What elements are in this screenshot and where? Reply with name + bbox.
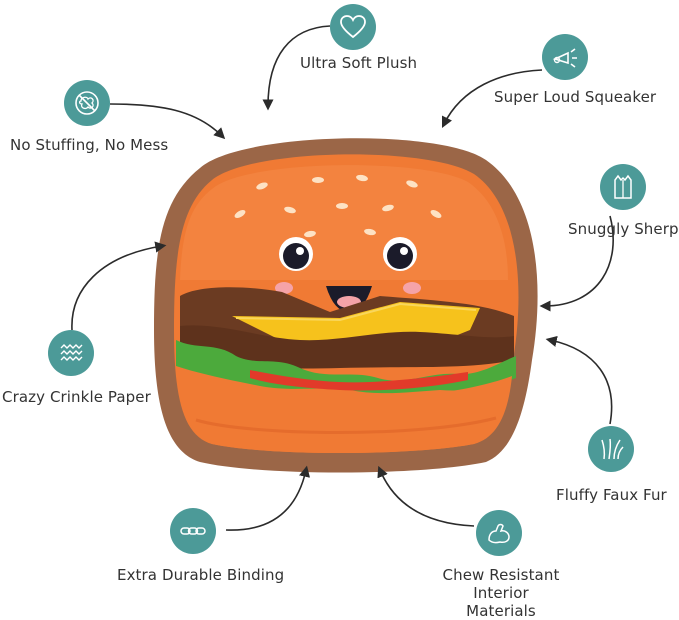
arrow-no-stuffing xyxy=(109,103,226,140)
burger-plush-illustration xyxy=(154,138,538,473)
super-loud-squeaker-label: Super Loud Squeaker xyxy=(494,88,657,106)
fluffy-faux-fur-label: Fluffy Faux Fur xyxy=(556,486,667,504)
squeaker-icon xyxy=(552,48,577,68)
chew-resistant-label-line1: Chew Resistant xyxy=(442,566,560,584)
waves-icon xyxy=(60,344,83,361)
arrow-crazy-crinkle-paper xyxy=(71,241,167,331)
chain-icon xyxy=(180,527,206,535)
snuggly-sherpa-label: Snuggly Sherpa xyxy=(568,220,679,238)
extra-durable-binding-label: Extra Durable Binding xyxy=(117,566,285,584)
snuggly-sherpa-badge xyxy=(600,164,646,210)
heart-icon xyxy=(340,15,366,39)
arrow-fluffy-faux-fur xyxy=(545,335,613,425)
fluffy-faux-fur-badge xyxy=(588,426,634,472)
crazy-crinkle-paper-label: Crazy Crinkle Paper xyxy=(2,388,151,406)
no-stuffing-icon xyxy=(75,91,99,115)
chew-resistant-label: Chew Resistant Interior Materials xyxy=(436,566,566,620)
ultra-soft-plush-badge xyxy=(330,4,376,50)
ultra-soft-plush-label: Ultra Soft Plush xyxy=(300,54,418,72)
chew-resistant-label-line2: Interior Materials xyxy=(466,584,536,620)
arrow-super-loud-squeaker xyxy=(441,69,543,129)
arrow-chew-resistant xyxy=(377,465,475,527)
chew-resistant-badge xyxy=(476,510,522,556)
arrow-snuggly-sherpa xyxy=(539,215,614,312)
fur-icon xyxy=(601,438,624,460)
burger-tomato xyxy=(250,370,468,391)
vest-icon xyxy=(614,174,632,199)
muscle-icon xyxy=(488,523,510,544)
sesame-seeds xyxy=(234,174,442,238)
product-feature-graphic: Ultra Soft Plush Super Loud Squeaker No … xyxy=(2,4,679,620)
super-loud-squeaker-badge xyxy=(542,34,588,80)
crazy-crinkle-paper-badge xyxy=(48,330,94,376)
arrow-ultra-soft-plush xyxy=(262,25,331,111)
arrow-extra-durable-binding xyxy=(225,465,311,531)
no-stuffing-badge xyxy=(64,80,110,126)
pointer-arrows xyxy=(71,25,614,531)
extra-durable-binding-badge xyxy=(170,508,216,554)
burger-face xyxy=(275,237,421,312)
no-stuffing-label: No Stuffing, No Mess xyxy=(10,136,169,154)
